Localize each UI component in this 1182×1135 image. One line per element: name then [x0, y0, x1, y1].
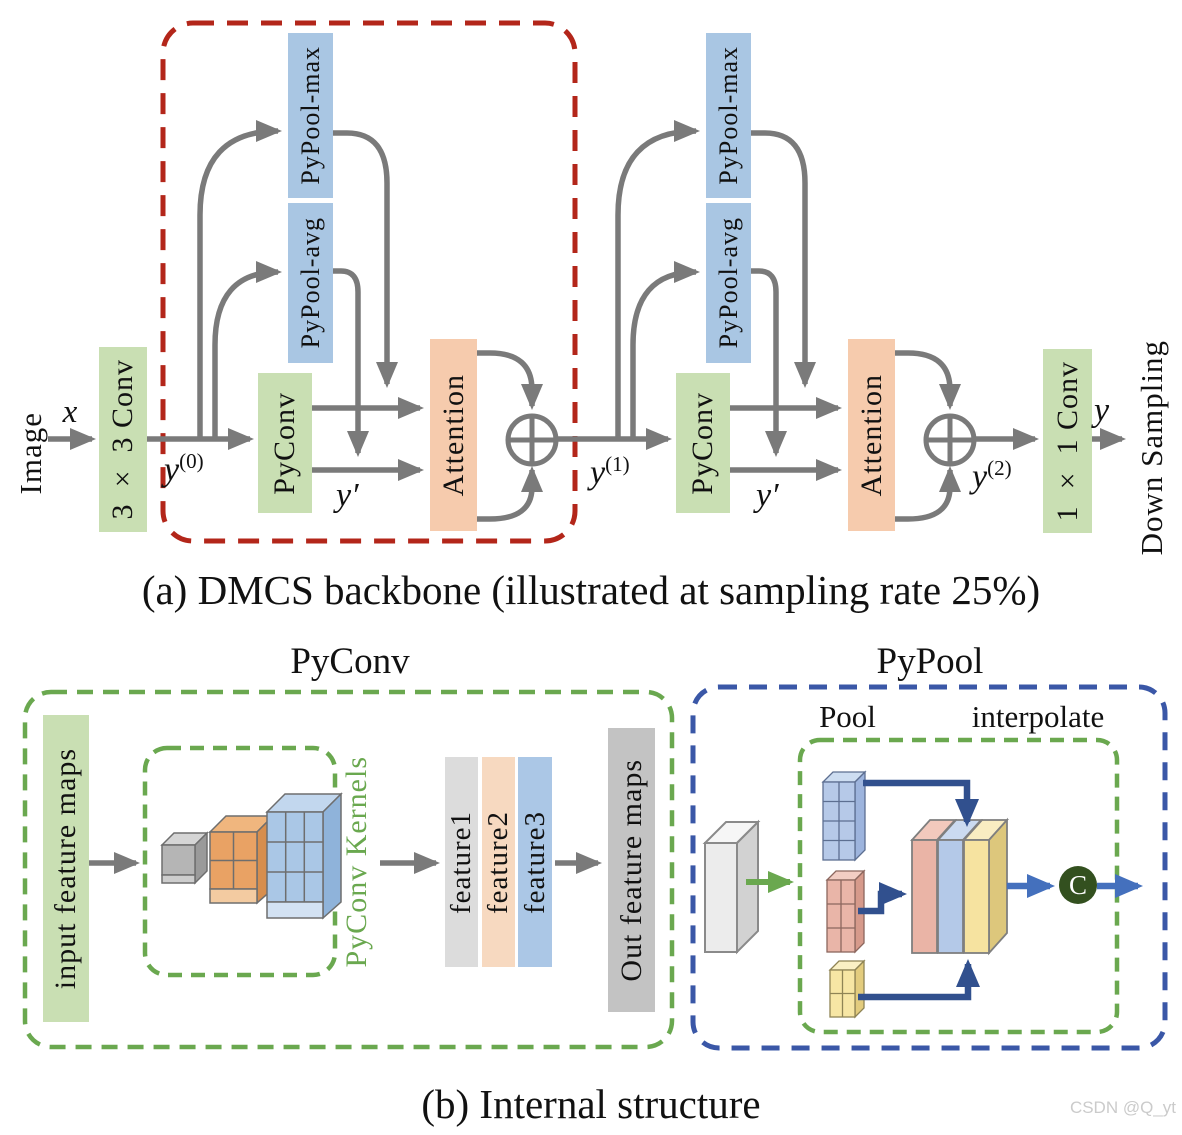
pypool-title: PyPool [876, 641, 984, 682]
arrow-bluestack-to-slabs [863, 779, 979, 827]
sum-plus-1 [508, 416, 556, 464]
dmcs-module-dashed-box [160, 20, 578, 544]
down-sampling-label: Down Sampling [1134, 339, 1169, 556]
arrow-pypoolmax2-out [751, 130, 816, 388]
caption-a: (a) DMCS backbone (illustrated at sampli… [141, 567, 1041, 613]
x-label: x [62, 394, 78, 430]
concat-node: C [1059, 866, 1097, 904]
stage1-pypool-max-label: PyPool-max [295, 46, 325, 185]
arrow-pypoolmax1-out [333, 130, 398, 388]
stage2-pypool-max-label: PyPool-max [713, 46, 743, 185]
watermark: CSDN @Q_yt [1069, 1098, 1176, 1117]
stage2-pypool-avg-block: PyPool-avg [706, 203, 751, 363]
pool-stack-yellow [828, 959, 866, 1019]
feature2-bar: feature2 [482, 757, 515, 967]
arrow-attention2-sum-bottom [895, 466, 961, 522]
sum-circle-1 [505, 413, 559, 467]
yprime2-label: y′ [756, 477, 779, 514]
y0-label: y(0) [164, 449, 204, 489]
stage2-pyconv-label: PyConv [686, 391, 719, 495]
yprime1-label: y′ [336, 477, 359, 514]
pool-stack-blue [821, 770, 867, 862]
stage2-pyconv-block: PyConv [676, 373, 730, 513]
stage2-pypool-avg-label: PyPool-avg [713, 217, 743, 349]
stage2-attention-block: Attention [848, 339, 895, 531]
arrow-pypoolavg2-out [751, 268, 787, 457]
kernel-cube-small [160, 831, 209, 885]
stage1-pypool-avg-block: PyPool-avg [288, 203, 333, 363]
arrow-pypoolavg1-out [333, 268, 369, 457]
y2-label: y(2) [972, 456, 1012, 496]
conv-1x1-block: 1 × 1 Conv [1043, 349, 1092, 533]
kernel-cube-medium [208, 814, 275, 905]
pool-arrows [858, 779, 980, 1001]
sum-plus-2 [926, 416, 974, 464]
pyconv-kernels-dashed-box [142, 745, 338, 978]
interpolate-label: interpolate [971, 699, 1105, 734]
pypool-dashed-box [690, 684, 1168, 1051]
caption-b: (b) Internal structure [421, 1081, 761, 1127]
stage1-pypool-max-block: PyPool-max [288, 33, 333, 198]
y-output-label: y [1094, 392, 1110, 429]
stage2-attention-label: Attention [854, 373, 888, 497]
arrow-attention1-sum-bottom [477, 466, 543, 522]
arrow-attention2-sum-top [895, 350, 961, 410]
pyconv-title: PyConv [290, 641, 410, 682]
feature3-bar: feature3 [518, 757, 552, 967]
pyconv-kernels-label: PyConv Kernels [340, 756, 373, 968]
pypool-input-slab [702, 819, 761, 955]
stage2-pypool-max-block: PyPool-max [706, 33, 751, 198]
stage1-pypool-avg-label: PyPool-avg [295, 217, 325, 349]
arrow-pinkstack-to-slabs [858, 882, 907, 915]
conv-1x1-label: 1 × 1 Conv [1050, 360, 1084, 522]
pool-label: Pool [819, 699, 876, 734]
interpolated-slabs [909, 817, 1010, 956]
arrow-attention1-sum-top [477, 350, 543, 410]
feature1-bar: feature1 [445, 757, 478, 967]
arrow-yellowstack-to-slabs [858, 959, 980, 1001]
kernel-cube-large [265, 792, 343, 920]
stage1-pyconv-block: PyConv [258, 373, 312, 513]
conv-3x3-block: 3 × 3 Conv [99, 347, 147, 532]
y1-label: y(1) [590, 452, 630, 492]
pool-stack-pink [825, 869, 866, 954]
sum-circle-2 [923, 413, 977, 467]
conv-3x3-label: 3 × 3 Conv [106, 359, 139, 520]
stage1-attention-label: Attention [436, 373, 470, 497]
out-feature-maps-block: Out feature maps [608, 728, 655, 1012]
input-feature-maps-block: input feature maps [43, 715, 89, 1022]
image-input-label: Image [13, 411, 48, 495]
stage1-pyconv-label: PyConv [268, 391, 301, 495]
stage1-attention-block: Attention [430, 339, 477, 531]
